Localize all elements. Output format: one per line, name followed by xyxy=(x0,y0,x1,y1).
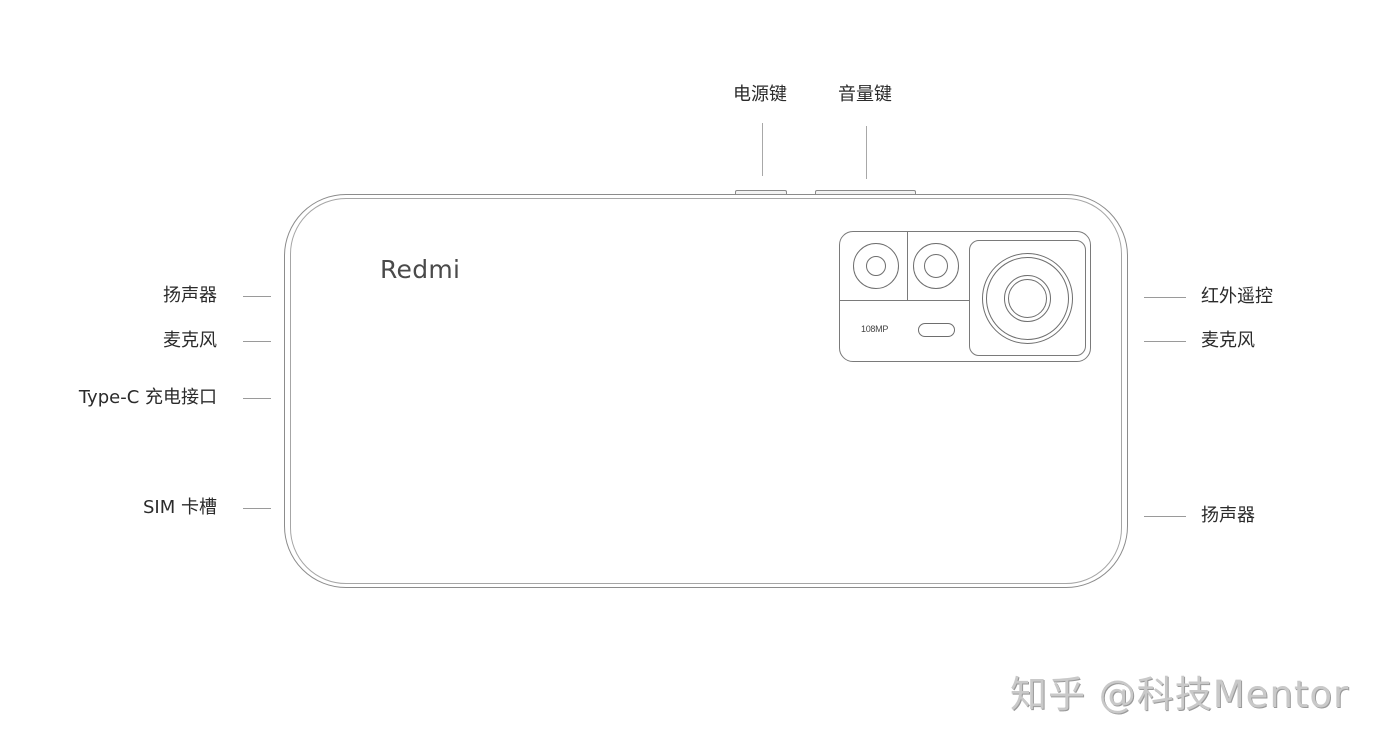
power-button-leader xyxy=(762,123,763,176)
main-lens-mid-icon xyxy=(986,257,1069,340)
left-microphone-leader xyxy=(243,341,271,342)
right-microphone-leader xyxy=(1144,341,1186,342)
main-lens-inner-icon xyxy=(1004,275,1051,322)
left-speaker-label: 扬声器 xyxy=(163,285,217,306)
watermark: 知乎 @科技Mentor xyxy=(1010,673,1350,716)
flash-icon xyxy=(918,323,955,337)
macro-lens-icon xyxy=(913,243,959,289)
usb-c-port-leader xyxy=(243,398,271,399)
ir-blaster-label: 红外遥控 xyxy=(1201,286,1273,307)
sim-slot-leader xyxy=(243,508,271,509)
brand-logo: Redmi xyxy=(380,255,461,284)
right-speaker-label: 扬声器 xyxy=(1201,505,1255,526)
left-speaker-leader xyxy=(243,296,271,297)
camera-divider xyxy=(840,300,969,301)
volume-button-leader xyxy=(866,126,867,179)
camera-module xyxy=(839,231,1091,362)
right-speaker-leader xyxy=(1144,516,1186,517)
power-button xyxy=(735,190,787,194)
camera-divider xyxy=(907,232,908,301)
camera-megapixel-label: 108MP xyxy=(861,324,889,334)
main-camera-frame xyxy=(969,240,1086,356)
phone-body-inner-outline xyxy=(290,198,1122,584)
main-lens-outer-icon xyxy=(982,253,1073,344)
right-microphone-label: 麦克风 xyxy=(1201,330,1255,351)
phone-body-outline xyxy=(284,194,1128,588)
sim-slot-label: SIM 卡槽 xyxy=(143,497,217,518)
ultrawide-lens-icon xyxy=(853,243,899,289)
left-microphone-label: 麦克风 xyxy=(163,330,217,351)
ir-blaster-leader xyxy=(1144,297,1186,298)
macro-lens-inner-icon xyxy=(924,254,948,278)
volume-button xyxy=(815,190,916,194)
usb-c-port-label: Type-C 充电接口 xyxy=(78,387,217,408)
main-lens-core-icon xyxy=(1008,279,1047,318)
power-button-label: 电源键 xyxy=(733,84,787,105)
ultrawide-lens-inner-icon xyxy=(866,256,886,276)
volume-button-label: 音量键 xyxy=(838,84,892,105)
